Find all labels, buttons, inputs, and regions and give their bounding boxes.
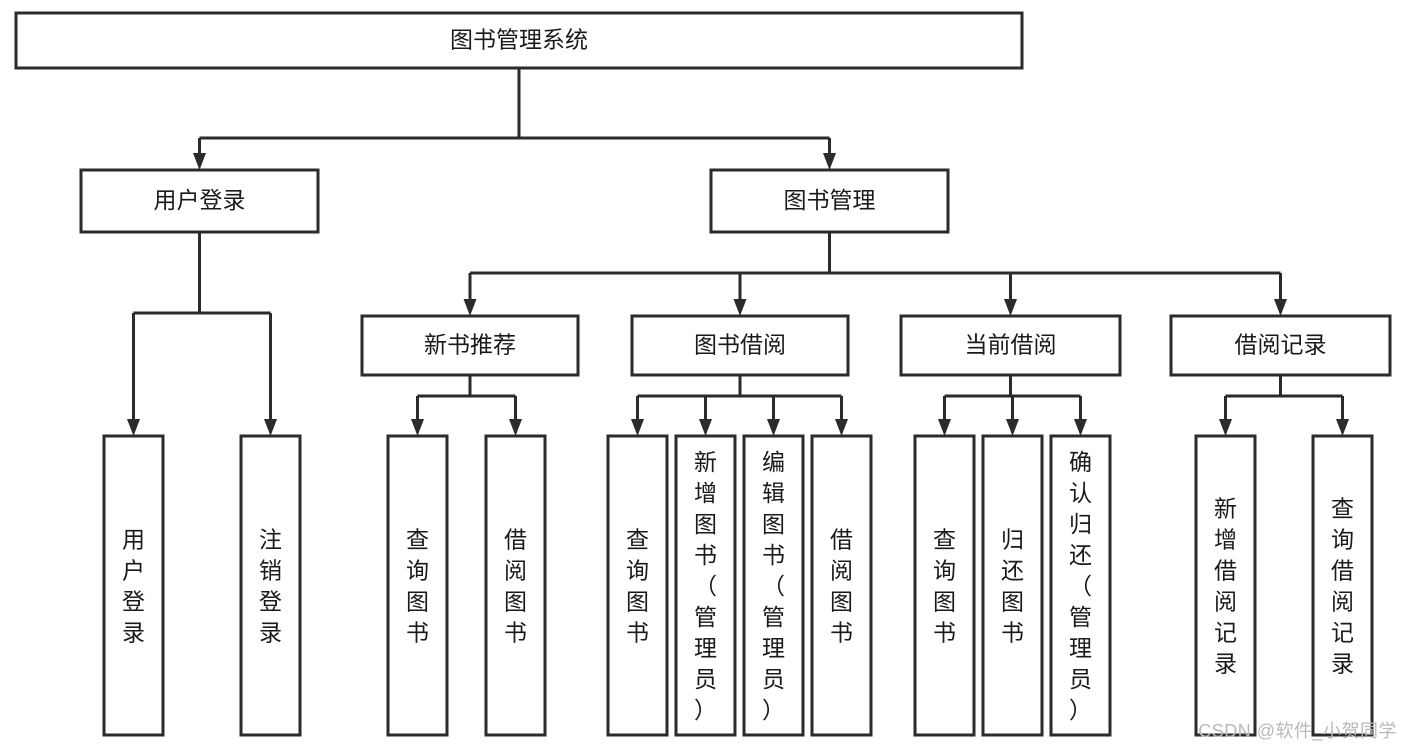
- arrow-head-leaf-query-record: [1336, 419, 1349, 436]
- arrow-head-leaf-query-book-3: [938, 419, 951, 436]
- node-box-leaf-query-book-3[interactable]: [913, 434, 976, 737]
- node-box-leaf-query-book-2[interactable]: [606, 434, 669, 737]
- node-book-borrow[interactable]: 图书借阅: [630, 314, 850, 377]
- arrow-head-new-book-rec: [463, 299, 477, 316]
- node-label-new-book-rec: 新书推荐: [424, 332, 516, 358]
- node-label-book-manage: 图书管理: [784, 187, 876, 213]
- node-book-manage[interactable]: 图书管理: [709, 168, 950, 234]
- node-label-leaf-add-book: 新增图书（管理员）: [694, 449, 717, 723]
- node-box-leaf-logout[interactable]: [239, 434, 302, 737]
- node-leaf-query-book-1[interactable]: 查询图书: [386, 434, 449, 737]
- arrow-head-leaf-borrow-book-2: [835, 419, 848, 436]
- node-box-leaf-query-record[interactable]: [1311, 434, 1374, 737]
- node-box-leaf-add-book[interactable]: [674, 434, 737, 737]
- arrow-head-leaf-add-record: [1219, 419, 1232, 436]
- node-label-root: 图书管理系统: [450, 27, 588, 53]
- node-label-leaf-return-book: 归还图书: [1001, 527, 1024, 646]
- node-box-book-borrow[interactable]: [630, 314, 850, 377]
- arrow-head-user-login: [193, 153, 206, 170]
- node-leaf-confirm-return[interactable]: 确认归还（管理员）: [1049, 434, 1112, 737]
- node-label-leaf-user-login: 用户登录: [122, 527, 145, 646]
- node-box-root[interactable]: [14, 11, 1024, 70]
- node-leaf-borrow-book-2[interactable]: 借阅图书: [810, 434, 873, 737]
- node-label-leaf-borrow-book-1: 借阅图书: [504, 527, 527, 646]
- node-box-leaf-borrow-book-1[interactable]: [484, 434, 547, 737]
- node-leaf-add-record[interactable]: 新增借阅记录: [1194, 434, 1257, 737]
- node-box-borrow-record[interactable]: [1169, 314, 1392, 377]
- node-label-leaf-edit-book: 编辑图书（管理员）: [762, 449, 785, 723]
- node-label-current-borrow: 当前借阅: [965, 332, 1057, 358]
- node-label-leaf-query-book-1: 查询图书: [406, 527, 429, 646]
- node-root[interactable]: 图书管理系统: [14, 11, 1024, 70]
- node-box-leaf-edit-book[interactable]: [742, 434, 805, 737]
- node-label-leaf-confirm-return: 确认归还（管理员）: [1069, 449, 1092, 723]
- node-box-new-book-rec[interactable]: [360, 314, 580, 377]
- node-box-leaf-return-book[interactable]: [981, 434, 1044, 737]
- node-box-leaf-add-record[interactable]: [1194, 434, 1257, 737]
- node-leaf-edit-book[interactable]: 编辑图书（管理员）: [742, 434, 805, 737]
- node-box-leaf-query-book-1[interactable]: [386, 434, 449, 737]
- arrow-head-current-borrow: [1004, 299, 1017, 316]
- node-box-leaf-confirm-return[interactable]: [1049, 434, 1112, 737]
- node-label-user-login: 用户登录: [154, 187, 246, 213]
- node-label-leaf-logout: 注销登录: [259, 527, 282, 646]
- arrow-head-leaf-query-book-2: [631, 419, 644, 436]
- arrow-head-leaf-confirm-return: [1074, 419, 1087, 436]
- node-leaf-user-login[interactable]: 用户登录: [102, 434, 165, 737]
- node-new-book-rec[interactable]: 新书推荐: [360, 314, 580, 377]
- arrow-head-leaf-user-login: [127, 419, 140, 436]
- node-leaf-add-book[interactable]: 新增图书（管理员）: [674, 434, 737, 737]
- arrow-head-book-borrow: [733, 299, 747, 316]
- arrow-head-book-manage: [823, 153, 836, 170]
- node-box-user-login[interactable]: [79, 168, 320, 234]
- node-label-leaf-query-record: 查询借阅记录: [1331, 496, 1354, 677]
- node-label-leaf-query-book-3: 查询图书: [933, 527, 956, 646]
- node-label-borrow-record: 借阅记录: [1235, 332, 1327, 358]
- node-leaf-query-record[interactable]: 查询借阅记录: [1311, 434, 1374, 737]
- node-label-leaf-query-book-2: 查询图书: [626, 527, 649, 646]
- node-leaf-query-book-3[interactable]: 查询图书: [913, 434, 976, 737]
- node-borrow-record[interactable]: 借阅记录: [1169, 314, 1392, 377]
- arrow-head-leaf-edit-book: [767, 419, 780, 436]
- node-leaf-return-book[interactable]: 归还图书: [981, 434, 1044, 737]
- node-leaf-query-book-2[interactable]: 查询图书: [606, 434, 669, 737]
- nodes-layer: 图书管理系统用户登录图书管理新书推荐图书借阅当前借阅借阅记录用户登录注销登录查询…: [14, 11, 1392, 737]
- node-box-book-manage[interactable]: [709, 168, 950, 234]
- node-box-current-borrow[interactable]: [899, 314, 1122, 377]
- node-user-login[interactable]: 用户登录: [79, 168, 320, 234]
- connectors-layer: [127, 68, 1349, 436]
- arrow-head-leaf-query-book-1: [411, 419, 424, 436]
- arrow-head-leaf-logout: [264, 419, 277, 436]
- arrow-head-leaf-return-book: [1006, 419, 1019, 436]
- node-box-leaf-user-login[interactable]: [102, 434, 165, 737]
- arrow-head-borrow-record: [1274, 299, 1287, 316]
- arrow-head-leaf-add-book: [699, 419, 712, 436]
- node-leaf-borrow-book-1[interactable]: 借阅图书: [484, 434, 547, 737]
- node-current-borrow[interactable]: 当前借阅: [899, 314, 1122, 377]
- node-box-leaf-borrow-book-2[interactable]: [810, 434, 873, 737]
- node-label-leaf-add-record: 新增借阅记录: [1214, 496, 1237, 677]
- arrow-head-leaf-borrow-book-1: [509, 419, 522, 436]
- node-label-book-borrow: 图书借阅: [694, 332, 786, 358]
- node-label-leaf-borrow-book-2: 借阅图书: [830, 527, 853, 646]
- node-leaf-logout[interactable]: 注销登录: [239, 434, 302, 737]
